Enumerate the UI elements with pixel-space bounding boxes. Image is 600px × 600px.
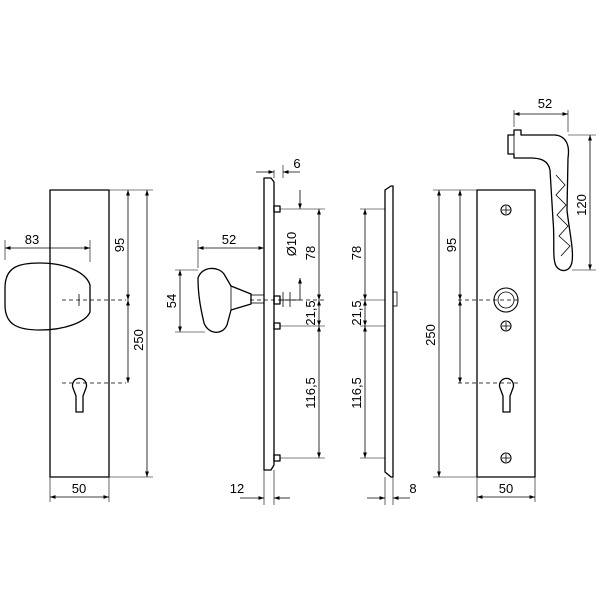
dimension-52-lever: 52: [538, 96, 552, 111]
lever-outline: [507, 129, 574, 272]
fixing-bolt-lower: [273, 322, 281, 330]
fixing-bolt-bottom: [273, 454, 281, 462]
side-knob-outline: [197, 267, 252, 333]
keyhole-cylinder: [71, 377, 88, 413]
dimension-8: 8: [409, 481, 416, 496]
dimension-95: 95: [112, 238, 127, 252]
plate-side-boss: [392, 291, 398, 307]
keyhole-cylinder-right: [498, 377, 515, 413]
dimension-21-5-middle: 21,5: [303, 300, 318, 325]
knob-outline: [4, 262, 91, 331]
dimension-116-5-middle: 116,5: [303, 377, 318, 409]
dimension-50-right: 50: [499, 481, 513, 496]
backplate-outline: [49, 189, 110, 478]
plate-front-outline: [476, 189, 536, 478]
dimension-95-right: 95: [444, 238, 459, 252]
side-view-knob: [175, 165, 325, 505]
dimension-83: 83: [25, 232, 39, 247]
side-view-plate-dimensions: 78 21,5 116,5 8: [349, 209, 417, 500]
front-view-knob-dimensions: 250 95 83 50: [5, 190, 149, 499]
dimension-6: 6: [293, 156, 300, 171]
dimension-120: 120: [574, 194, 589, 216]
dimension-diameter-10: Ø10: [284, 232, 299, 257]
dimension-54: 54: [164, 294, 179, 308]
dimension-116-5-right: 116,5: [349, 377, 364, 409]
side-view-knob-dimensions: 6 Ø10 78 21,5 116,5 52 54 12: [164, 156, 321, 500]
lever-grip-pattern: [555, 174, 571, 257]
dimension-250-right: 250: [423, 324, 438, 346]
front-view-knob-plate: [4, 189, 153, 502]
lever-handle-dimensions: 52 120: [514, 96, 592, 270]
fixing-bolt-top: [273, 205, 281, 213]
dimension-21-5-right: 21,5: [349, 300, 364, 325]
dimension-78-right: 78: [349, 246, 364, 260]
plate-side-outline: [384, 185, 394, 478]
dimension-78-middle: 78: [303, 246, 318, 260]
knob-spindle: [250, 294, 265, 304]
side-plate-outline: [263, 177, 275, 471]
dimension-50-left: 50: [72, 481, 86, 496]
front-view-plate: [433, 189, 536, 502]
dimension-250: 250: [131, 329, 146, 351]
dimension-12: 12: [230, 481, 244, 496]
dimension-52-side: 52: [222, 232, 236, 247]
front-view-plate-dimensions: 250 95 50: [423, 190, 535, 499]
side-view-plate: [360, 185, 398, 505]
